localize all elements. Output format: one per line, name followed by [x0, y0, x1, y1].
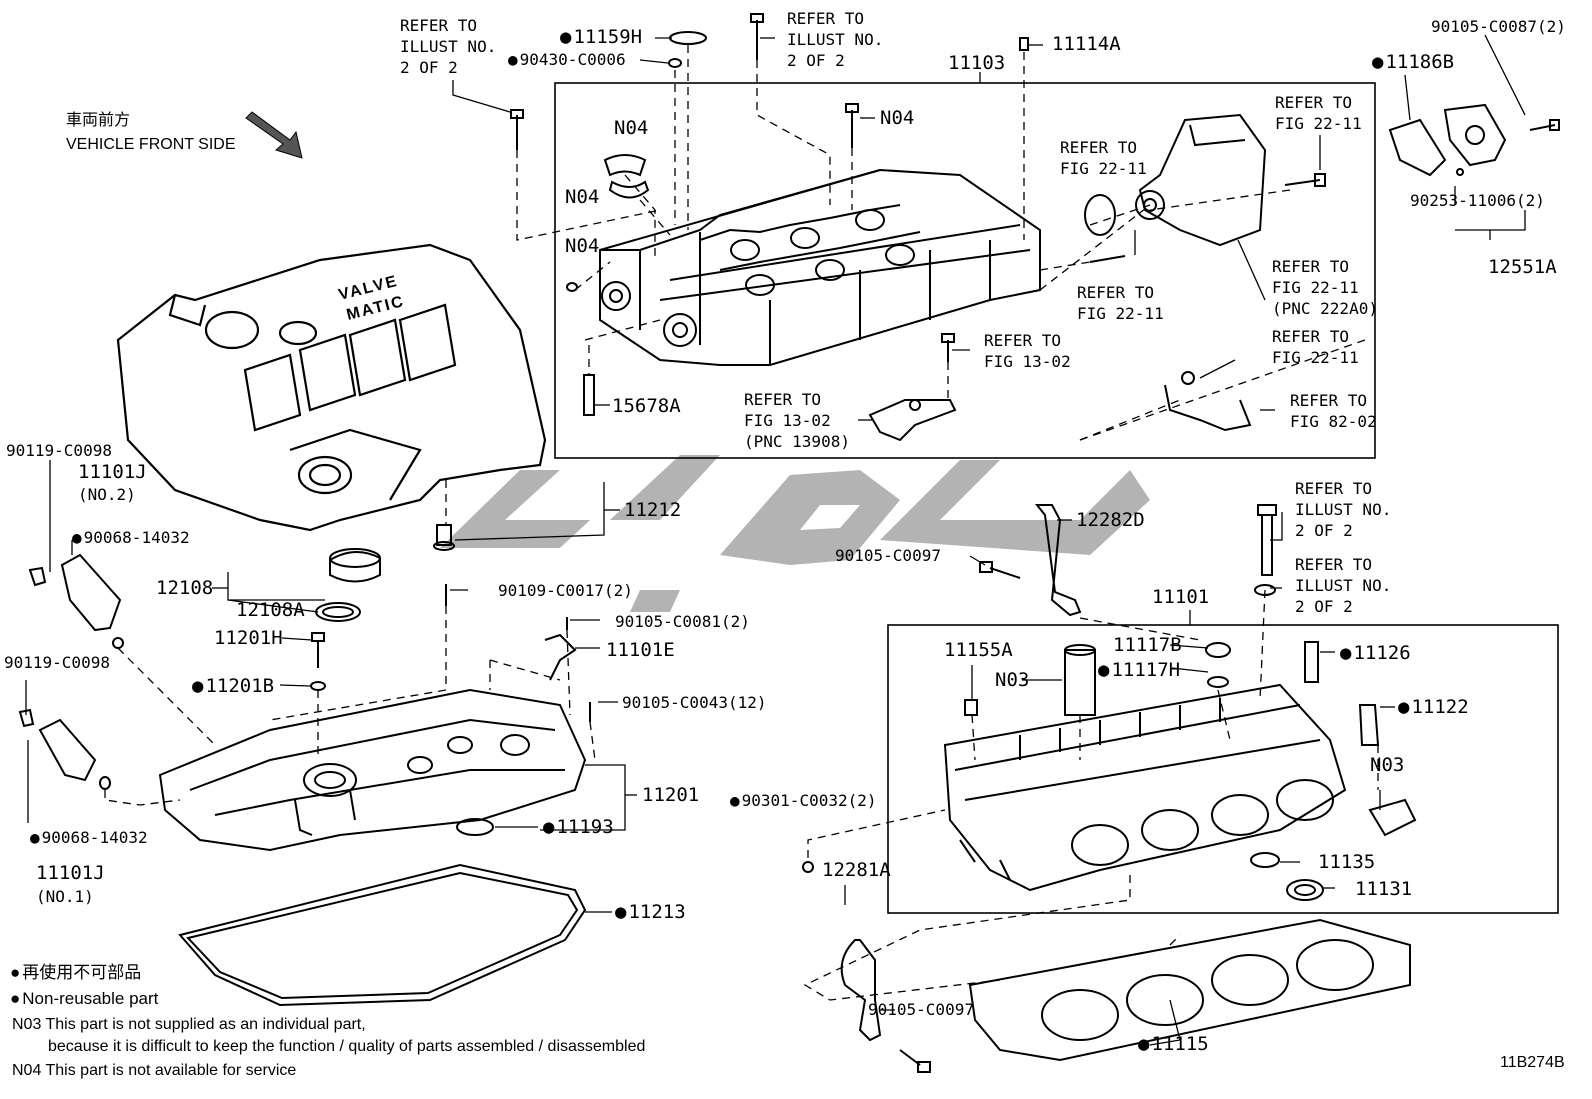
part-11159H: 11159H	[560, 27, 642, 48]
part-11155A: 11155A	[944, 639, 1013, 661]
part-90105-C0043: 90105-C0043(12)	[622, 693, 767, 712]
part-90068-14032: 90068-14032	[30, 827, 148, 848]
cylinder-head-box	[887, 624, 1559, 914]
part-90068-14032: 90068-14032	[72, 527, 190, 548]
cover-gasket-drawing	[178, 863, 587, 1007]
refer-illust-label: REFER TO ILLUST NO. 2 OF 2	[1295, 555, 1392, 616]
part-11201H: 11201H	[214, 627, 283, 649]
part-11126: 11126	[1340, 643, 1410, 664]
refer-fig-label: REFER TO FIG 82-02	[1290, 391, 1377, 431]
head-gasket-drawing	[968, 918, 1411, 1062]
part-11117H: 11117H	[1098, 660, 1180, 681]
part-11103: 11103	[948, 52, 1006, 74]
part-11101: 11101	[1152, 586, 1210, 608]
refer-fig-label: REFER TO FIG 22-11	[1275, 93, 1362, 133]
part-12551A: 12551A	[1488, 256, 1557, 278]
part-90105-C0081: 90105-C0081(2)	[615, 612, 750, 631]
part-11122: 11122	[1398, 697, 1468, 718]
water-inlet-drawing	[1388, 103, 1507, 177]
legend-n03-note: N03 This part is not supplied as an indi…	[12, 1016, 366, 1033]
part-90105-C0087: 90105-C0087(2)	[1431, 17, 1566, 36]
part-11115: 11115	[1138, 1034, 1208, 1055]
part-11101J: 11101J	[78, 461, 147, 483]
part-90119-C0098: 90119-C0098	[4, 653, 110, 672]
part-11101J-sub: (NO.1)	[36, 887, 94, 906]
part-11131: 11131	[1355, 878, 1413, 900]
part-12108A: 12108A	[236, 599, 305, 621]
refer-fig-label: REFER TO FIG 22-11	[1077, 283, 1164, 323]
part-12108: 12108	[156, 577, 214, 599]
refer-fig-label: REFER TO FIG 13-02 (PNC 13908)	[744, 390, 850, 451]
part-11201: 11201	[642, 784, 700, 806]
refer-illust-label: REFER TO ILLUST NO. 2 OF 2	[787, 9, 884, 70]
camshaft-housing-drawing	[599, 168, 1041, 366]
timing-cover-drawing	[1084, 113, 1267, 247]
refer-fig-label: REFER TO FIG 22-11 (PNC 222A0)	[1272, 257, 1378, 318]
engine-hanger-drawing	[868, 371, 1252, 442]
oil-filler-cap-drawing	[310, 524, 591, 722]
oil-control-valve-drawing	[18, 553, 124, 790]
refer-fig-label: REFER TO FIG 22-11	[1272, 327, 1359, 367]
n03-label: N03	[995, 669, 1030, 691]
legend-non-reusable-jp: 再使用不可部品	[10, 962, 141, 983]
n04-label: N04	[614, 117, 649, 139]
engine-hanger-parts	[840, 504, 1082, 1073]
figure-id: 11B274B	[1500, 1054, 1565, 1071]
part-11186B: 11186B	[1372, 52, 1454, 73]
part-15678A: 15678A	[612, 395, 681, 417]
legend-n04-note: N04 This part is not available for servi…	[12, 1062, 297, 1079]
legend-non-reusable-en: Non-reusable part	[10, 988, 158, 1009]
front-direction-en: VEHICLE FRONT SIDE	[66, 136, 236, 153]
refer-illust-label: REFER TO ILLUST NO. 2 OF 2	[400, 16, 497, 77]
part-90105-C0097: 90105-C0097	[868, 1000, 974, 1019]
part-11114A: 11114A	[1052, 33, 1121, 55]
front-direction-jp: 車両前方	[66, 112, 131, 129]
part-11213: 11213	[615, 902, 685, 923]
part-11193: 11193	[543, 817, 613, 838]
camshaft-housing-box	[554, 82, 1376, 459]
part-11101J: 11101J	[36, 862, 105, 884]
n03-label: N03	[1370, 754, 1405, 776]
part-11201B: 11201B	[192, 676, 274, 697]
refer-fig-label: REFER TO FIG 13-02	[984, 331, 1071, 371]
refer-fig-label: REFER TO FIG 22-11	[1060, 138, 1147, 178]
head-small-parts	[802, 504, 1417, 901]
leader-lines	[25, 34, 1526, 1046]
bolts-upper	[510, 13, 1560, 416]
n04-label: N04	[880, 107, 915, 129]
n04-label: N04	[565, 186, 600, 208]
watermark-logo	[440, 455, 1150, 612]
part-11101J-sub: (NO.2)	[78, 485, 136, 504]
front-direction-arrow	[245, 111, 303, 159]
part-12282D: 12282D	[1076, 509, 1145, 531]
part-90119-C0098: 90119-C0098	[6, 441, 112, 460]
cylinder-head-cover-drawing	[158, 688, 587, 852]
legend-n03-note-cont: because it is difficult to keep the func…	[48, 1038, 646, 1055]
part-90109-C0017: 90109-C0017(2)	[498, 581, 633, 600]
n04-label: N04	[565, 235, 600, 257]
engine-cover-drawing	[116, 243, 547, 532]
refer-illust-label: REFER TO ILLUST NO. 2 OF 2	[1295, 479, 1392, 540]
part-11135: 11135	[1318, 851, 1376, 873]
bearing-cap-drawing	[566, 154, 650, 292]
part-11117B: 11117B	[1113, 634, 1182, 656]
part-90430-C0006: 90430-C0006	[508, 49, 626, 70]
part-90301-C0032: 90301-C0032(2)	[730, 790, 877, 811]
part-90105-C0097: 90105-C0097	[835, 546, 941, 565]
part-12281A: 12281A	[822, 859, 891, 881]
part-11101E: 11101E	[606, 639, 675, 661]
part-90253-11006: 90253-11006(2)	[1410, 191, 1545, 210]
cylinder-head-drawing	[943, 683, 1347, 892]
part-11212: 11212	[624, 499, 682, 521]
dashed-lines	[104, 45, 1379, 1001]
